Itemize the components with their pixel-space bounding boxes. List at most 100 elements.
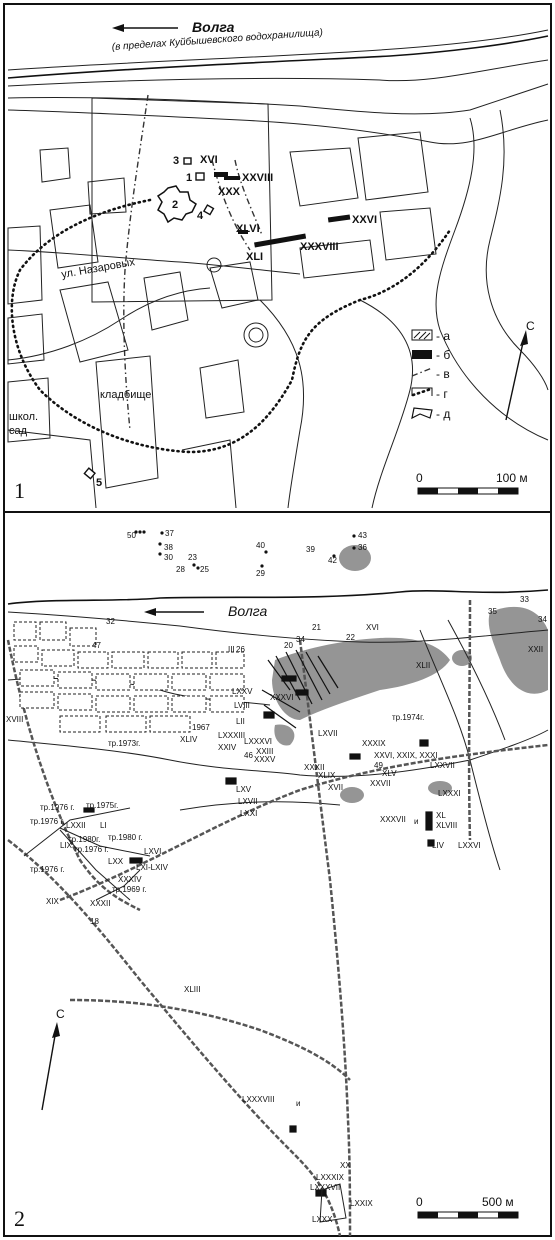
pt-18: 18 xyxy=(90,917,99,926)
pt-34: 34 xyxy=(538,615,547,624)
s2-xxxix: XXXIX xyxy=(362,739,386,748)
s2-li: LI xyxy=(100,821,107,830)
s2-xlv: XLV xyxy=(382,769,397,778)
contour2-3 xyxy=(179,801,341,811)
arrow-head-icon xyxy=(112,24,124,32)
excavation-xlvi xyxy=(238,230,248,234)
s2-lxxix: LXXIX xyxy=(350,1199,373,1208)
shore2-main xyxy=(7,589,549,605)
s2-iii: III xyxy=(228,645,235,654)
shoreline-3 xyxy=(7,59,549,87)
central-excavations xyxy=(83,649,435,1197)
s2-xix: XIX xyxy=(46,897,60,906)
legend-a-swatch xyxy=(411,329,433,341)
legend-v-label: - в xyxy=(436,367,450,381)
settlement-patch-4 xyxy=(274,724,295,746)
s2-lxxii: LXXII xyxy=(66,821,86,830)
block-6 xyxy=(143,271,189,331)
pt-49: 49 xyxy=(374,761,383,770)
contour-3 xyxy=(435,117,549,441)
trench-1967: 1967 xyxy=(192,723,210,732)
shore2-2 xyxy=(7,611,549,643)
s2-lxi-lxiv: LXI-LXIV xyxy=(136,863,169,872)
pt-37: 37 xyxy=(165,529,174,538)
trench-line-3 xyxy=(59,829,131,901)
school-block xyxy=(7,377,51,443)
pt-40: 40 xyxy=(256,541,265,550)
pt-20: 20 xyxy=(284,641,293,650)
site-1-label: 1 xyxy=(186,172,192,184)
pt-30: 30 xyxy=(164,553,173,562)
site-xxviii-label: XXVIII xyxy=(242,172,273,184)
s2-xvii: XVII xyxy=(328,783,343,792)
block-3 xyxy=(7,225,43,305)
s2-xxiii: XXIII xyxy=(256,747,273,756)
pt-22: 22 xyxy=(346,633,355,642)
north2-arrow-icon xyxy=(52,1022,60,1038)
legend-a-label: - а xyxy=(436,329,450,343)
trench-1980b: тр.1980г. xyxy=(68,835,100,844)
contour-8 xyxy=(7,287,211,361)
s2-liv: LIV xyxy=(432,841,445,850)
survey-points xyxy=(134,530,356,570)
site-xli-label: XLI xyxy=(246,251,263,263)
block-2 xyxy=(49,204,99,269)
rampart-line-1 xyxy=(123,94,149,431)
settlement-patch-main xyxy=(272,637,450,720)
trench-1974: тр.1974г. xyxy=(392,713,424,722)
shoreline-1 xyxy=(7,29,549,71)
cemetery-block xyxy=(95,355,159,489)
trench-line-4 xyxy=(95,869,141,901)
s2-xxxvi: XXXVI xyxy=(270,693,294,702)
site-3-marker xyxy=(183,157,192,165)
s2-xvi: XVI xyxy=(366,623,379,632)
settlement-patch-3 xyxy=(452,650,472,666)
contour2-2 xyxy=(7,729,549,777)
garden-label: сад xyxy=(9,425,28,437)
block-5 xyxy=(59,281,129,363)
s2-xlviii: XLVIII xyxy=(436,821,457,830)
s2-lxvi: LXVI xyxy=(144,847,161,856)
road-1 xyxy=(7,839,342,1237)
panel2-number: 2 xyxy=(14,1206,25,1231)
pt-25: 25 xyxy=(200,565,209,574)
s2-lxv: LXV xyxy=(236,785,252,794)
mound-1 xyxy=(243,322,269,348)
block-9 xyxy=(289,147,359,207)
s2-xxxv: XXXV xyxy=(254,755,276,764)
s2-xxiv: XXIV xyxy=(218,743,237,752)
site-3-label: 3 xyxy=(173,155,179,167)
s2-lxxvi: LXXVI xyxy=(458,841,481,850)
river2-label: Волга xyxy=(228,603,267,619)
site-xvi-label: XVI xyxy=(200,154,218,166)
block-13 xyxy=(87,177,127,215)
s2-xxxii-b: XXXII xyxy=(90,899,110,908)
mound-1-inner xyxy=(248,327,264,343)
mound-2 xyxy=(206,257,222,273)
north-arrow-line xyxy=(505,337,525,421)
s2-lxx: LXX xyxy=(108,857,124,866)
settlement-patch-1 xyxy=(339,545,371,571)
pt-33: 33 xyxy=(520,595,529,604)
contour-6 xyxy=(259,299,305,509)
pt-32: 32 xyxy=(106,617,115,626)
panel1-frame xyxy=(3,3,552,513)
s2-xxvii: XXVII xyxy=(370,779,390,788)
street-label: ул. Назаровых xyxy=(60,256,136,281)
legend-v-swatch xyxy=(411,367,433,377)
settlement-patch-5 xyxy=(340,787,364,803)
s2-xlix: XLIX xyxy=(318,771,336,780)
scale2-zero: 0 xyxy=(416,1195,423,1209)
s2-xxxvii: XXXVII xyxy=(380,815,406,824)
block-1 xyxy=(39,147,71,183)
rampart-line-2 xyxy=(211,159,251,251)
road-6 xyxy=(467,599,472,841)
pt-28: 28 xyxy=(176,565,185,574)
panel1-legend: - а - б - в - г - д xyxy=(411,329,450,421)
block-11 xyxy=(379,207,437,261)
trench-1975: тр.1975г. xyxy=(86,801,118,810)
s2-xxxii: XXXII xyxy=(304,763,324,772)
block-14 xyxy=(181,439,237,509)
